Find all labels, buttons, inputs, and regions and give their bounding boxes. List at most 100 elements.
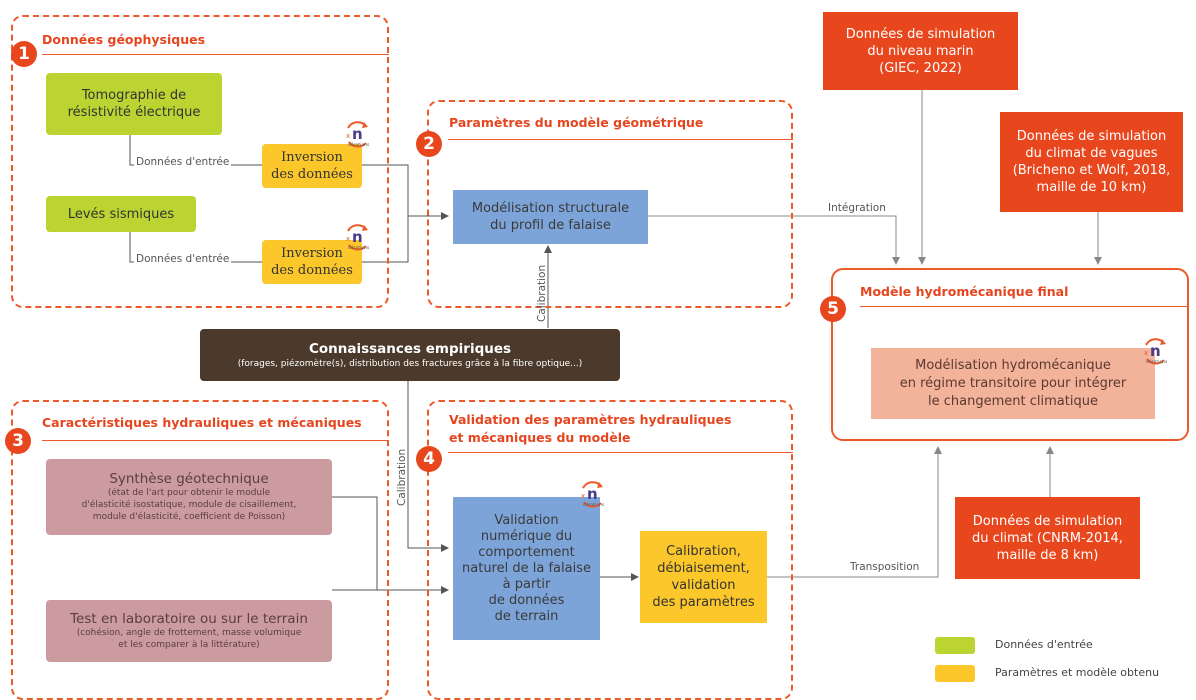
svg-text:n: n <box>587 485 598 503</box>
panel-title-rule <box>42 54 389 55</box>
svg-text:itérations: itérations <box>348 141 370 148</box>
box-subtitle: d'élasticité isostatique, module de cisa… <box>81 500 297 510</box>
legend-swatch-input <box>935 637 975 654</box>
svg-text:n: n <box>352 125 363 143</box>
panel-title: et mécaniques du modèle <box>449 430 631 445</box>
svg-text:x: x <box>346 235 350 243</box>
box-subtitle: (forages, piézomètre(s), distribution de… <box>237 359 583 369</box>
box-text: des paramètres <box>652 595 755 610</box>
panel-number-badge: 3 <box>5 428 31 454</box>
svg-text:itérations: itérations <box>583 501 605 508</box>
panel-number-badge: 1 <box>11 41 37 67</box>
panel-title: Paramètres du modèle géométrique <box>449 115 704 130</box>
tomography-box: Tomographie de résistivité électrique <box>46 73 222 135</box>
box-text: du climat (CNRM-2014, <box>972 530 1123 546</box>
panel-number-badge: 2 <box>416 131 442 157</box>
geotechnical-synthesis-box: Synthèse géotechnique (état de l'art pou… <box>46 459 332 535</box>
box-text: Validation <box>494 512 559 528</box>
box-text: (GIEC, 2022) <box>879 60 962 76</box>
box-text: à partir <box>502 576 551 592</box>
svg-text:itérations: itérations <box>1146 358 1168 365</box>
panel-title: Caractéristiques hydrauliques et mécaniq… <box>42 415 362 430</box>
box-text: validation <box>671 578 736 593</box>
box-text: des données <box>271 263 353 278</box>
numerical-validation-box: Validation numérique du comportement nat… <box>453 497 600 640</box>
box-title: Test en laboratoire ou sur le terrain <box>70 611 308 627</box>
box-text: naturel de la falaise <box>462 560 591 576</box>
climate-data-box: Données de simulation du climat (CNRM-20… <box>955 497 1140 579</box>
seismic-box: Levés sismiques <box>46 196 196 232</box>
svg-text:n: n <box>1150 342 1161 360</box>
box-title: Connaissances empiriques <box>308 341 512 357</box>
panel-title: Données géophysiques <box>42 32 206 47</box>
hydromechanical-model-box: Modélisation hydromécanique en régime tr… <box>871 348 1155 419</box>
box-text: Modélisation structurale <box>471 201 630 216</box>
panel-title: Modèle hydromécanique final <box>860 284 1069 299</box>
panel-title-rule <box>448 139 793 140</box>
box-text: Inversion <box>281 246 343 261</box>
box-text: Inversion <box>281 150 343 165</box>
box-subtitle: (état de l'art pour obtenir le module <box>107 488 271 498</box>
box-subtitle: et les comparer à la littérature) <box>118 640 260 650</box>
box-text: comportement <box>478 544 575 560</box>
svg-text:x: x <box>581 492 585 500</box>
panel-geophysical-data <box>11 15 389 308</box>
iteration-cycle-icon: x n itérations <box>577 479 607 509</box>
box-text: maille de 8 km) <box>996 547 1099 563</box>
box-text: Données de simulation <box>972 513 1123 529</box>
calibration-box: Calibration, débiaisement, validation de… <box>640 531 767 623</box>
box-text: du niveau marin <box>867 43 974 59</box>
box-text: (Bricheno et Wolf, 2018, <box>1012 163 1171 178</box>
legend-label-input: Données d'entrée <box>995 638 1093 651</box>
panel-title: Validation des paramètres hydrauliques <box>449 412 732 427</box>
svg-text:x: x <box>1144 349 1148 357</box>
box-text: Levés sismiques <box>67 206 175 222</box>
panel-title-rule <box>448 452 793 453</box>
box-title: Synthèse géotechnique <box>109 471 269 487</box>
box-text: des données <box>271 167 353 182</box>
panel-number-badge: 5 <box>820 296 846 322</box>
inversion-box-1: Inversion des données <box>262 144 362 188</box>
wave-climate-data-box: Données de simulation du climat de vague… <box>1000 112 1183 212</box>
box-text: en régime transitoire pour intégrer <box>899 375 1127 391</box>
box-text: numérique du <box>480 528 573 544</box>
box-subtitle: module d'élasticité, coefficient de Pois… <box>92 512 286 522</box>
box-text: Tomographie de <box>81 88 187 103</box>
iteration-cycle-icon: x n itérations <box>342 222 372 252</box>
box-subtitle: (cohésion, angle de frottement, masse vo… <box>76 628 302 638</box>
svg-text:x: x <box>346 132 350 140</box>
box-text: Données de simulation <box>1016 129 1167 144</box>
structural-model-box: Modélisation structurale du profil de fa… <box>453 190 648 244</box>
panel-title-rule <box>42 440 389 441</box>
box-text: Modélisation hydromécanique <box>915 357 1111 373</box>
panel-number-badge: 4 <box>416 446 442 472</box>
panel-final-model <box>831 268 1189 441</box>
edge-label-transposition: Transposition <box>848 561 922 573</box>
box-text: de données <box>488 592 565 608</box>
edge-label-input: Données d'entrée <box>134 253 232 265</box>
edge-label-integration: Intégration <box>826 202 888 214</box>
box-text: résistivité électrique <box>67 105 201 120</box>
edge-label-input: Données d'entrée <box>134 156 232 168</box>
inversion-box-2: Inversion des données <box>262 240 362 284</box>
box-text: Calibration, <box>666 544 741 559</box>
iteration-cycle-icon: x n itérations <box>1140 336 1170 366</box>
lab-field-test-box: Test en laboratoire ou sur le terrain (c… <box>46 600 332 662</box>
legend-swatch-output <box>935 665 975 682</box>
iteration-cycle-icon: x n itérations <box>342 119 372 149</box>
panel-geometric-model <box>427 100 793 308</box>
box-text: du profil de falaise <box>490 218 611 233</box>
panel-title-rule <box>860 306 1189 307</box>
box-text: du climat de vagues <box>1025 146 1158 161</box>
box-text: Données de simulation <box>845 26 996 42</box>
box-text: débiaisement, <box>657 561 750 576</box>
empirical-knowledge-box: Connaissances empiriques (forages, piézo… <box>200 329 620 381</box>
svg-text:itérations: itérations <box>348 244 370 251</box>
edge-label-calibration: Calibration <box>536 264 548 322</box>
sea-level-data-box: Données de simulation du niveau marin (G… <box>823 12 1018 90</box>
legend-label-output: Paramètres et modèle obtenu <box>995 666 1160 679</box>
box-text: le changement climatique <box>928 393 1098 409</box>
svg-text:n: n <box>352 228 363 246</box>
box-text: maille de 10 km) <box>1036 180 1147 195</box>
